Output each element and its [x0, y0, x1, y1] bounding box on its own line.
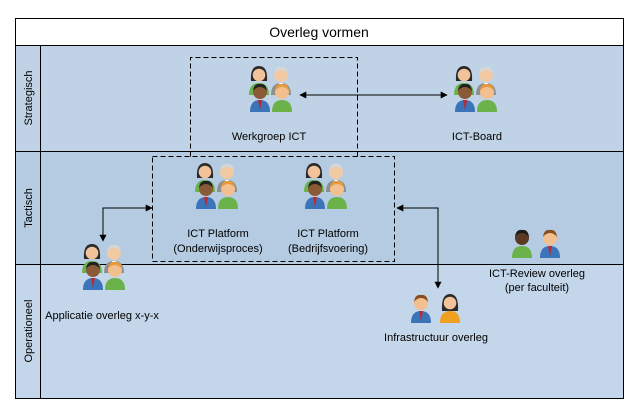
- review-line2: (per faculteit): [505, 282, 569, 294]
- node-platform-bedrijf: ICT Platform (Bedrijfsvoering): [288, 163, 368, 255]
- applicatie-label: Applicatie overleg x-y-x: [45, 310, 159, 322]
- board-label: ICT-Board: [452, 131, 502, 143]
- review-line1: ICT-Review overleg: [489, 268, 585, 280]
- platform-bedrijf-line2: (Bedrijfsvoering): [288, 243, 368, 255]
- platform-onderwijs-line1: ICT Platform: [187, 228, 249, 240]
- lane-strategisch: Strategisch: [15, 45, 624, 152]
- applicatie-platform-connector: [99, 204, 153, 242]
- node-ict-board: ICT-Board: [452, 66, 502, 143]
- platform-bedrijf-line1: ICT Platform: [297, 228, 359, 240]
- werkgroep-label: Werkgroep ICT: [232, 131, 307, 143]
- diagram-title: Overleg vormen: [269, 24, 369, 40]
- infra-label: Infrastructuur overleg: [384, 332, 488, 344]
- node-applicatie-overleg: Applicatie overleg x-y-x: [45, 244, 159, 322]
- platform-infra-connector: [396, 204, 442, 289]
- platform-onderwijs-line2: (Onderwijsproces): [173, 243, 262, 255]
- lane-label-operationeel: Operationeel: [23, 300, 35, 363]
- node-ict-review: ICT-Review overleg (per faculteit): [489, 229, 585, 294]
- lane-label-strategisch: Strategisch: [23, 70, 35, 125]
- title-band: [15, 18, 624, 46]
- lane-label-tactisch: Tactisch: [23, 188, 35, 228]
- node-platform-onderwijs: ICT Platform (Onderwijsproces): [173, 163, 263, 255]
- node-werkgroep-ict: Werkgroep ICT: [232, 66, 307, 143]
- werkgroep-dashed-box: [190, 57, 358, 157]
- node-infrastructuur-overleg: Infrastructuur overleg: [384, 294, 488, 344]
